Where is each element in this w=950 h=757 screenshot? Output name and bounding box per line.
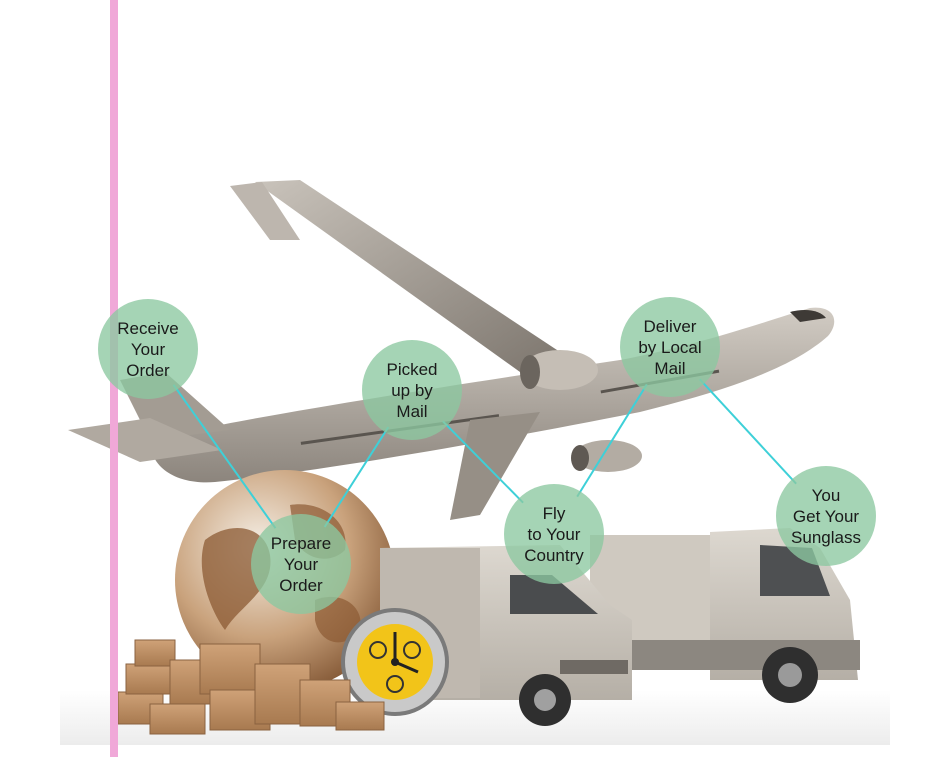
connector-prepare-picked	[323, 426, 390, 528]
step-label: Fly to Your Country	[524, 503, 584, 565]
step-you-get-your-sunglass: You Get Your Sunglass	[776, 466, 876, 566]
step-label: Receive Your Order	[117, 318, 179, 380]
connector-deliver-get	[699, 378, 797, 485]
step-picked-up-by-mail: Picked up by Mail	[362, 340, 462, 440]
step-label: Prepare Your Order	[270, 533, 332, 595]
stopwatch-icon	[341, 608, 449, 716]
cardboard-boxes-icon	[117, 639, 385, 735]
step-deliver-by-local-mail: Deliver by Local Mail	[620, 297, 720, 397]
truck-icon	[590, 528, 860, 703]
connector-picked-fly	[442, 420, 524, 504]
step-label: You Get Your Sunglass	[791, 485, 861, 547]
step-prepare-your-order: Prepare Your Order	[251, 514, 351, 614]
step-fly-to-your-country: Fly to Your Country	[504, 484, 604, 584]
flow-connectors	[172, 378, 797, 529]
step-label: Picked up by Mail	[386, 359, 438, 421]
step-receive-your-order: Receive Your Order	[98, 299, 198, 399]
connector-receive-prepare	[172, 384, 277, 529]
connector-fly-deliver	[576, 383, 648, 498]
step-label: Deliver by Local Mail	[638, 316, 702, 378]
